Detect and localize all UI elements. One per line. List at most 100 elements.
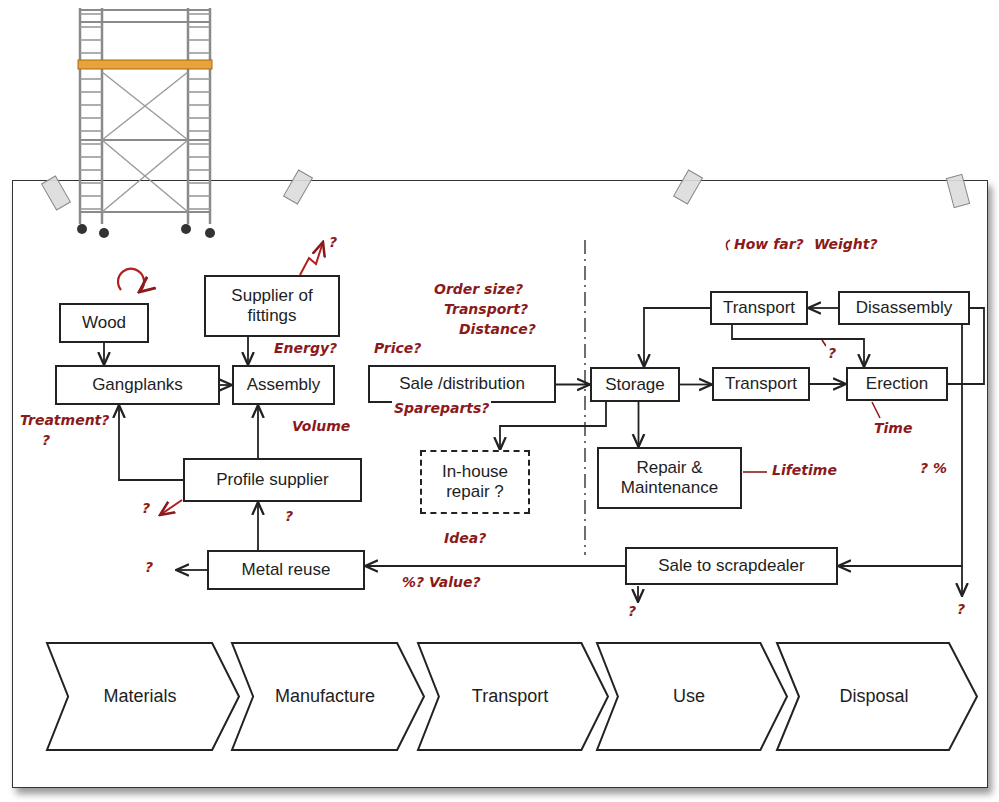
scaffold-platform [78, 60, 212, 69]
flow-arrow [808, 307, 838, 309]
phase-chevron: Materials [47, 643, 239, 750]
scaffold-rung [188, 26, 210, 28]
process-box: Repair & Maintenance [597, 447, 742, 509]
node-text: Storage [605, 375, 665, 395]
phase-divider [584, 240, 585, 555]
scaffold-rung [80, 104, 102, 106]
scaffold-rung [188, 52, 210, 54]
process-box: Gangplanks [55, 365, 220, 405]
leader-line [872, 402, 880, 418]
chevron-outline [232, 643, 424, 750]
scaffold-rung [188, 78, 210, 80]
scaffold-rung [80, 156, 102, 158]
scaffold-rail [80, 211, 210, 213]
process-box: Disassembly [838, 291, 970, 325]
scaffold-rung [80, 26, 102, 28]
node-text: Repair & Maintenance [606, 458, 733, 497]
chevron-shape [232, 643, 424, 750]
scaffold-rung [80, 13, 102, 15]
scaffold-brace [102, 140, 188, 212]
process-box: Metal reuse [207, 550, 365, 590]
process-box: Assembly [232, 365, 335, 405]
red-arrow [160, 500, 182, 515]
node-text: Supplier of fittings [213, 286, 331, 325]
process-box: Sale /distribution [368, 365, 556, 403]
scaffold-rung [80, 91, 102, 93]
node-text: Materials [103, 686, 176, 707]
process-box: Storage [590, 367, 680, 402]
scaffold-rung [188, 117, 210, 119]
outflow-arrow [176, 569, 207, 571]
annotation: Treatment? [18, 412, 111, 429]
flow-arrow [638, 402, 640, 447]
node-text: Assembly [247, 375, 321, 395]
node-text: Metal reuse [242, 560, 331, 580]
scaffold-wheel [181, 224, 191, 234]
annotation: Energy? [272, 340, 339, 357]
chevron-outline [597, 643, 787, 750]
tape [674, 170, 703, 204]
scaffold-brace [102, 72, 188, 140]
scaffold-wheel [77, 224, 87, 234]
annotation: %? Value? [400, 574, 483, 591]
annotation: ? [40, 432, 52, 449]
process-box: Transport [710, 291, 808, 325]
chevron-shape [47, 643, 239, 750]
flow-arrow [810, 383, 846, 385]
recycle-symbol [118, 269, 144, 292]
annotation: Transport? [442, 301, 530, 318]
tape [42, 176, 71, 210]
phase-chevron: Transport [418, 643, 608, 750]
flow-arrow [220, 384, 232, 386]
phase-chevron: Use [597, 643, 787, 750]
scaffold-rung [80, 130, 102, 132]
chevron-shape [597, 643, 787, 750]
annotation: Order size? [432, 281, 525, 298]
scaffold-rung [188, 143, 210, 145]
flow-arrow [247, 337, 249, 365]
annotation: ? [826, 345, 838, 362]
node-text: Transport [723, 298, 795, 318]
scaffold-brace [102, 72, 188, 140]
node-text: Manufacture [275, 686, 375, 707]
flow-arrow [680, 384, 712, 386]
annotation: Volume [290, 418, 352, 435]
tape [946, 174, 969, 207]
annotation: ? [140, 500, 152, 517]
annotation: Idea? [442, 530, 488, 547]
scaffold-rung [188, 156, 210, 158]
annotation: How far? [732, 236, 806, 253]
chevron-outline [777, 643, 977, 750]
annotation: Price? [372, 340, 423, 357]
scaffold-rung [80, 169, 102, 171]
leader-line [726, 240, 730, 250]
chevron-outline [418, 643, 608, 750]
node-text: Profile supplier [216, 470, 328, 490]
node-text: Wood [82, 313, 126, 333]
outflow-arrow [961, 566, 963, 596]
scaffold-rung [80, 195, 102, 197]
scaffold-rung [188, 195, 210, 197]
scaffold-rung [188, 91, 210, 93]
scaffold-rung [188, 13, 210, 15]
node-text: Disassembly [856, 298, 952, 318]
scaffold-rung [80, 143, 102, 145]
leader-line [743, 471, 767, 473]
process-box: Sale to scrapdealer [625, 547, 838, 585]
annotation: Weight? [812, 236, 880, 253]
process-box: Wood [59, 303, 149, 343]
outflow-arrow [637, 586, 639, 602]
scaffold-rung [80, 78, 102, 80]
annotation: ? % [918, 460, 949, 477]
scaffold-rung [80, 52, 102, 54]
phase-chevron: Disposal [777, 643, 977, 750]
annotation: ? [327, 234, 339, 251]
scaffold-wheel [205, 228, 215, 238]
flow-arrow [556, 384, 590, 386]
node-text: Erection [866, 374, 928, 394]
scaffold-rung [188, 104, 210, 106]
chevron-shape [777, 643, 977, 750]
